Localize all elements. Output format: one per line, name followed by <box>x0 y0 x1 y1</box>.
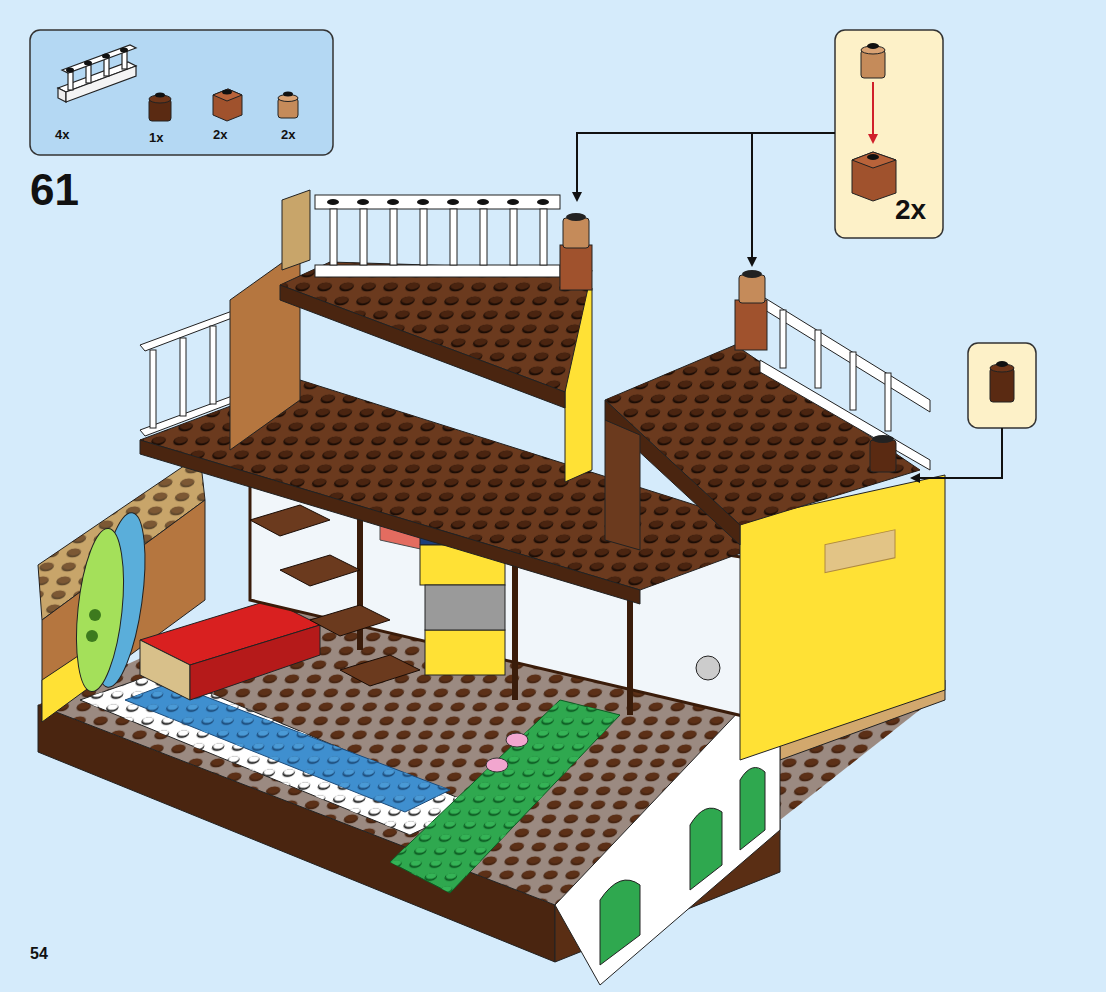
quantity-label: 2x <box>895 196 926 224</box>
page-number: 54 <box>30 946 48 962</box>
callout-box: 2x <box>835 30 943 238</box>
quantity-label: 1x <box>149 131 163 144</box>
parts-panel: 4x 1x 2x 2x <box>30 30 333 155</box>
step-number: 61 <box>30 168 79 212</box>
quantity-label: 2x <box>213 128 227 141</box>
quantity-label: 2x <box>281 128 295 141</box>
quantity-label: 4x <box>55 128 69 141</box>
